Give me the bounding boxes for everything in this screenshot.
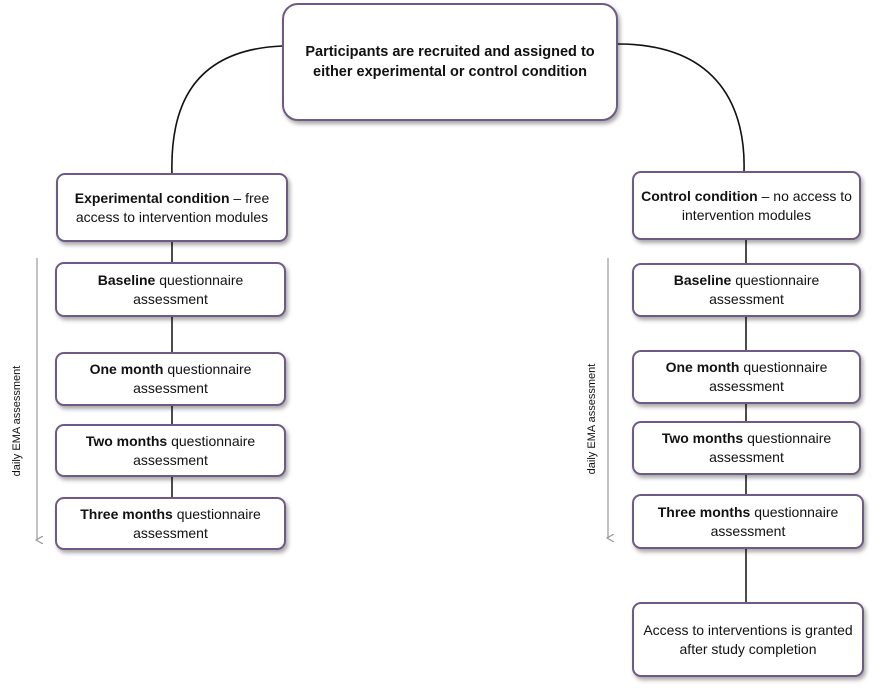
arc-to-control [617, 43, 745, 173]
experimental-ema-label: daily EMA assessment [11, 365, 23, 477]
control-baseline-text: Baseline questionnaire assessment [640, 271, 853, 309]
control-one-month-text: One month questionnaire assessment [640, 358, 853, 396]
control-one-month-title: One month [665, 359, 740, 375]
control-two-months-box: Two months questionnaire assessment [632, 421, 861, 475]
experimental-baseline-text: Baseline questionnaire assessment [63, 271, 278, 309]
experimental-three-months-text: Three months questionnaire assessment [63, 505, 278, 543]
experimental-one-month-desc: questionnaire assessment [133, 361, 252, 396]
experimental-one-month-text: One month questionnaire assessment [63, 360, 278, 398]
recruitment-box: Participants are recruited and assigned … [282, 3, 618, 121]
experimental-condition-desc: – free access to intervention modules [75, 189, 270, 225]
experimental-condition-box: Experimental condition – free access to … [56, 173, 288, 242]
control-condition-desc: – no access to intervention modules [681, 187, 852, 223]
control-baseline-title: Baseline [673, 272, 732, 288]
experimental-three-months-desc: questionnaire assessment [133, 505, 261, 541]
experimental-one-month-box: One month questionnaire assessment [55, 352, 286, 406]
control-three-months-box: Three months questionnaire assessment [632, 494, 864, 549]
control-two-months-text: Two months questionnaire assessment [640, 429, 853, 467]
experimental-one-month-title: One month [89, 361, 164, 377]
control-two-months-title: Two months [661, 430, 744, 446]
arc-to-experimental [171, 45, 283, 176]
experimental-three-months-box: Three months questionnaire assessment [55, 497, 286, 550]
control-two-months-desc: questionnaire assessment [709, 430, 832, 465]
experimental-two-months-desc: questionnaire assessment [133, 432, 256, 468]
control-three-months-desc: questionnaire assessment [710, 503, 839, 539]
control-baseline-box: Baseline questionnaire assessment [632, 263, 861, 317]
control-baseline-desc: questionnaire assessment [709, 272, 820, 307]
access-granted-box: Access to interventions is granted after… [632, 602, 864, 677]
control-one-month-box: One month questionnaire assessment [632, 350, 861, 404]
control-ema-label: daily EMA assessment [586, 363, 598, 475]
experimental-two-months-text: Two months questionnaire assessment [63, 432, 278, 470]
control-condition-text: Control condition – no access to interve… [640, 187, 853, 225]
control-condition-title: Control condition [641, 187, 758, 204]
experimental-baseline-desc: questionnaire assessment [133, 271, 244, 307]
experimental-two-months-box: Two months questionnaire assessment [55, 424, 286, 477]
experimental-baseline-box: Baseline questionnaire assessment [55, 262, 286, 317]
experimental-condition-title: Experimental condition [74, 189, 230, 206]
access-granted-text: Access to interventions is granted after… [643, 621, 853, 657]
experimental-three-months-title: Three months [80, 505, 173, 522]
control-three-months-title: Three months [657, 503, 751, 520]
recruitment-text: Participants are recruited and assigned … [305, 44, 595, 80]
experimental-condition-text: Experimental condition – free access to … [64, 189, 280, 227]
control-condition-box: Control condition – no access to interve… [632, 171, 861, 240]
control-one-month-desc: questionnaire assessment [709, 359, 828, 394]
experimental-baseline-title: Baseline [97, 271, 156, 288]
experimental-two-months-title: Two months [85, 432, 168, 449]
control-three-months-text: Three months questionnaire assessment [640, 503, 856, 541]
